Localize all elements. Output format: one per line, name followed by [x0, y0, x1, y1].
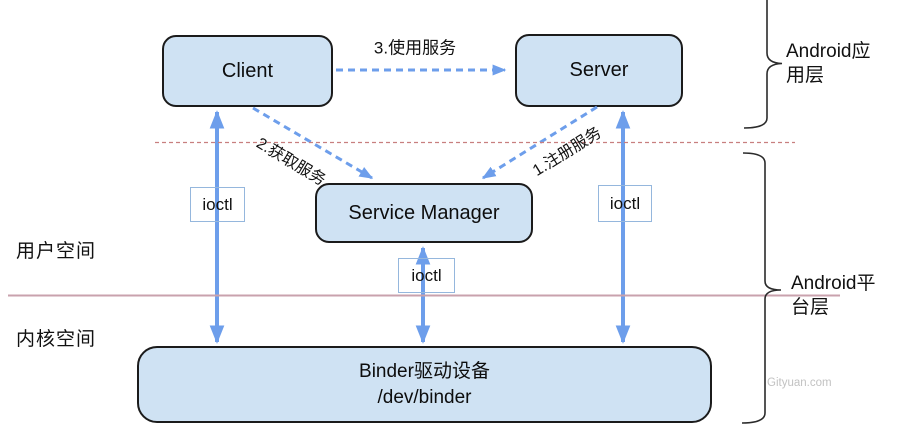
service-manager-label: Service Manager — [348, 201, 500, 224]
ioctl-label: ioctl — [609, 193, 641, 213]
ioctl-box-server: ioctl — [598, 185, 652, 222]
ioctl-label: ioctl — [411, 265, 442, 285]
android-platform-layer-label: Android平台层 — [791, 273, 876, 318]
ioctl-label: ioctl — [202, 194, 233, 214]
platform-layer-brace — [741, 152, 782, 424]
service-manager-box: Service Manager — [315, 183, 533, 243]
client-label: Client — [221, 59, 274, 82]
binder-driver-box: Binder驱动设备 /dev/binder — [137, 346, 712, 423]
binder-driver-title: Binder驱动设备 — [359, 361, 490, 383]
server-box: Server — [515, 34, 683, 107]
register-service-arrow — [481, 105, 598, 180]
use-service-caption: 3.使用服务 — [373, 38, 457, 58]
client-box: Client — [162, 35, 333, 107]
binder-driver-path: /dev/binder — [377, 386, 472, 408]
android-app-layer-label: Android应用层 — [786, 41, 871, 86]
kernel-space-label: 内核空间 — [16, 329, 97, 350]
app-layer-brace — [743, 0, 783, 129]
user-space-label: 用户空间 — [16, 241, 97, 262]
watermark: Gityuan.com — [767, 377, 832, 389]
ioctl-box-service-manager: ioctl — [398, 258, 455, 293]
server-label: Server — [569, 59, 629, 81]
ioctl-box-client: ioctl — [190, 187, 245, 222]
